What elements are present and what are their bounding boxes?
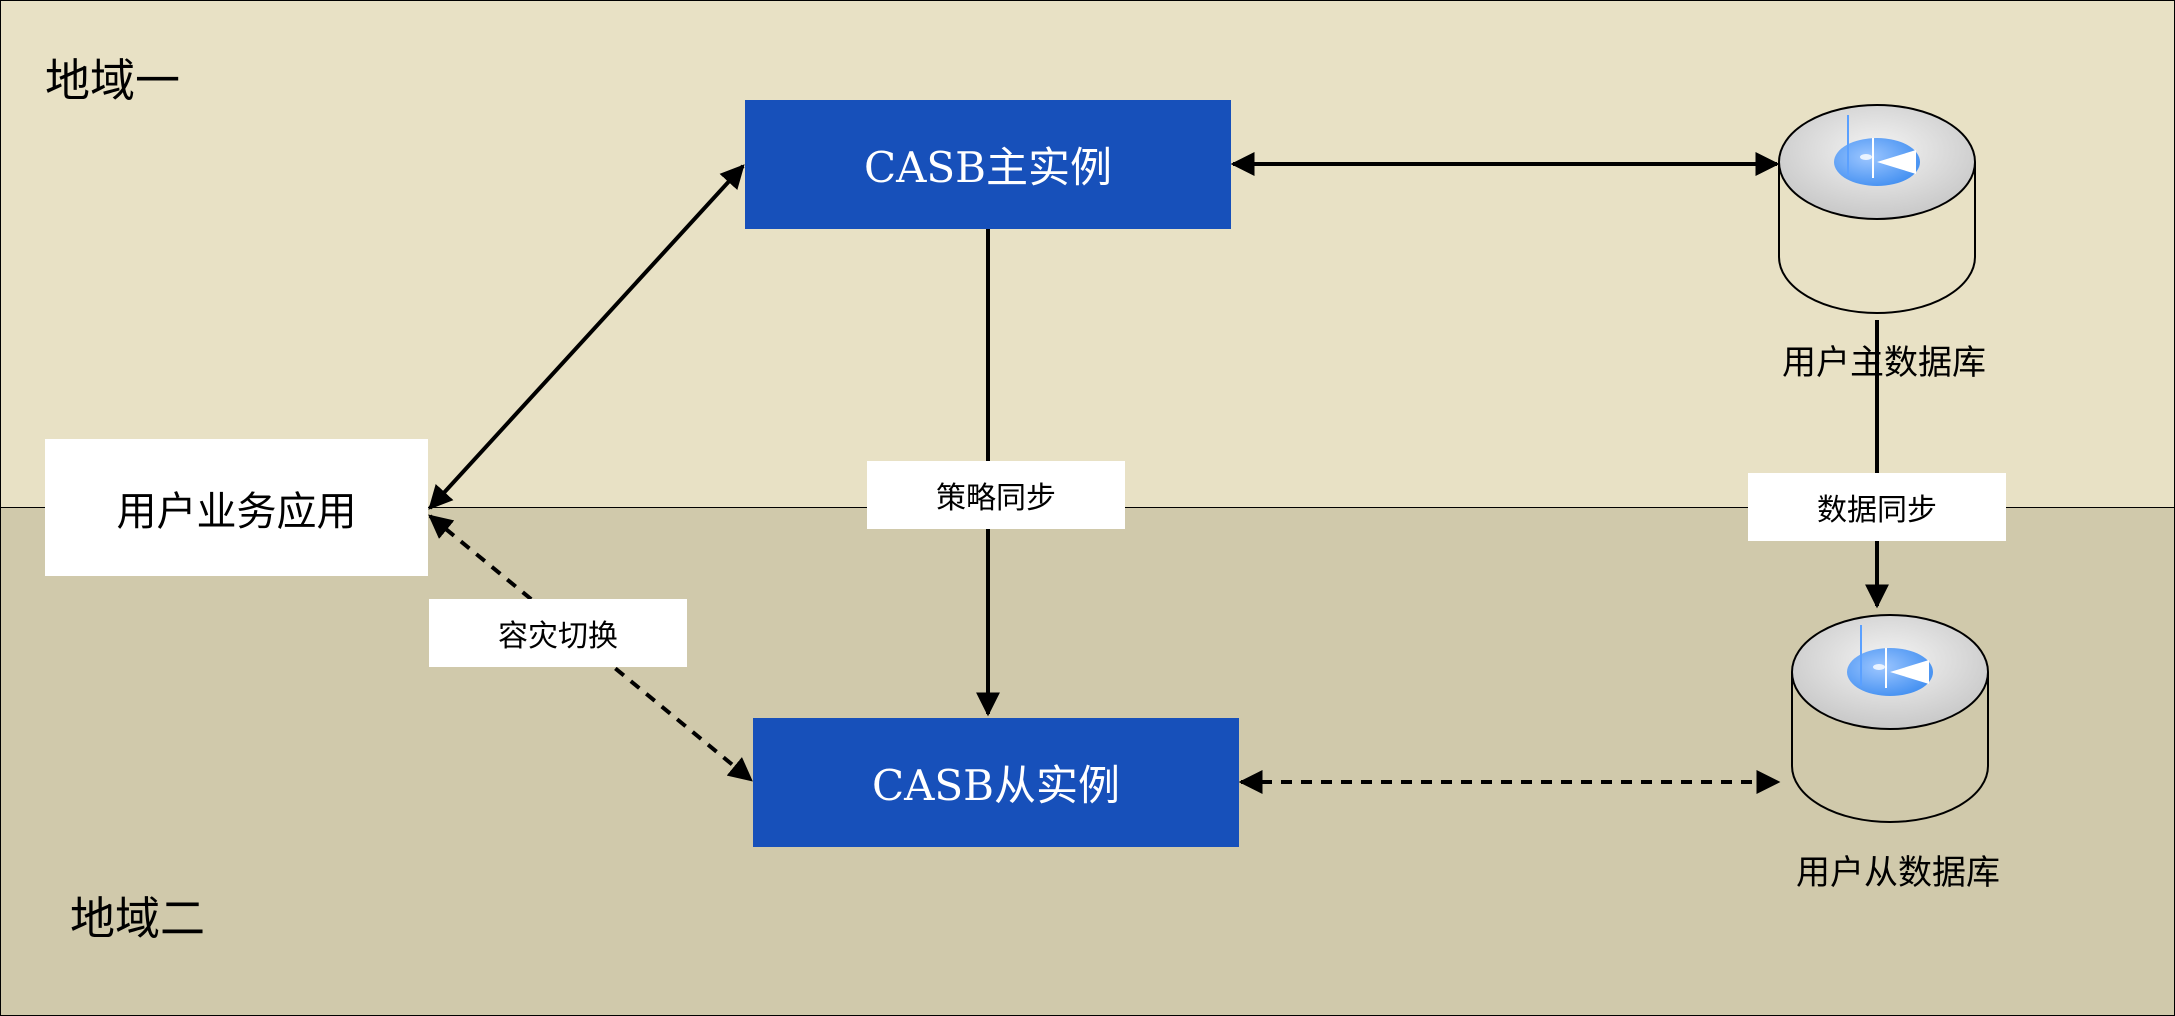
failover-label: 容灾切换: [429, 599, 687, 667]
app-primary-connector: [428, 164, 745, 510]
db-primary-label: 用户主数据库: [1782, 343, 1986, 383]
data-sync-label: 数据同步: [1748, 473, 2006, 541]
casb-secondary-node: CASB从实例: [753, 718, 1239, 847]
casb-primary-node: CASB主实例: [745, 100, 1231, 229]
region-1-label: 地域一: [45, 54, 181, 107]
user-app-node: 用户业务应用: [45, 439, 428, 576]
policy-sync-label: 策略同步: [867, 461, 1125, 529]
database-icon: [1778, 104, 1976, 314]
region-2-label: 地域二: [70, 892, 206, 945]
db-secondary-label: 用户从数据库: [1796, 853, 2000, 893]
database-icon: [1791, 614, 1989, 823]
